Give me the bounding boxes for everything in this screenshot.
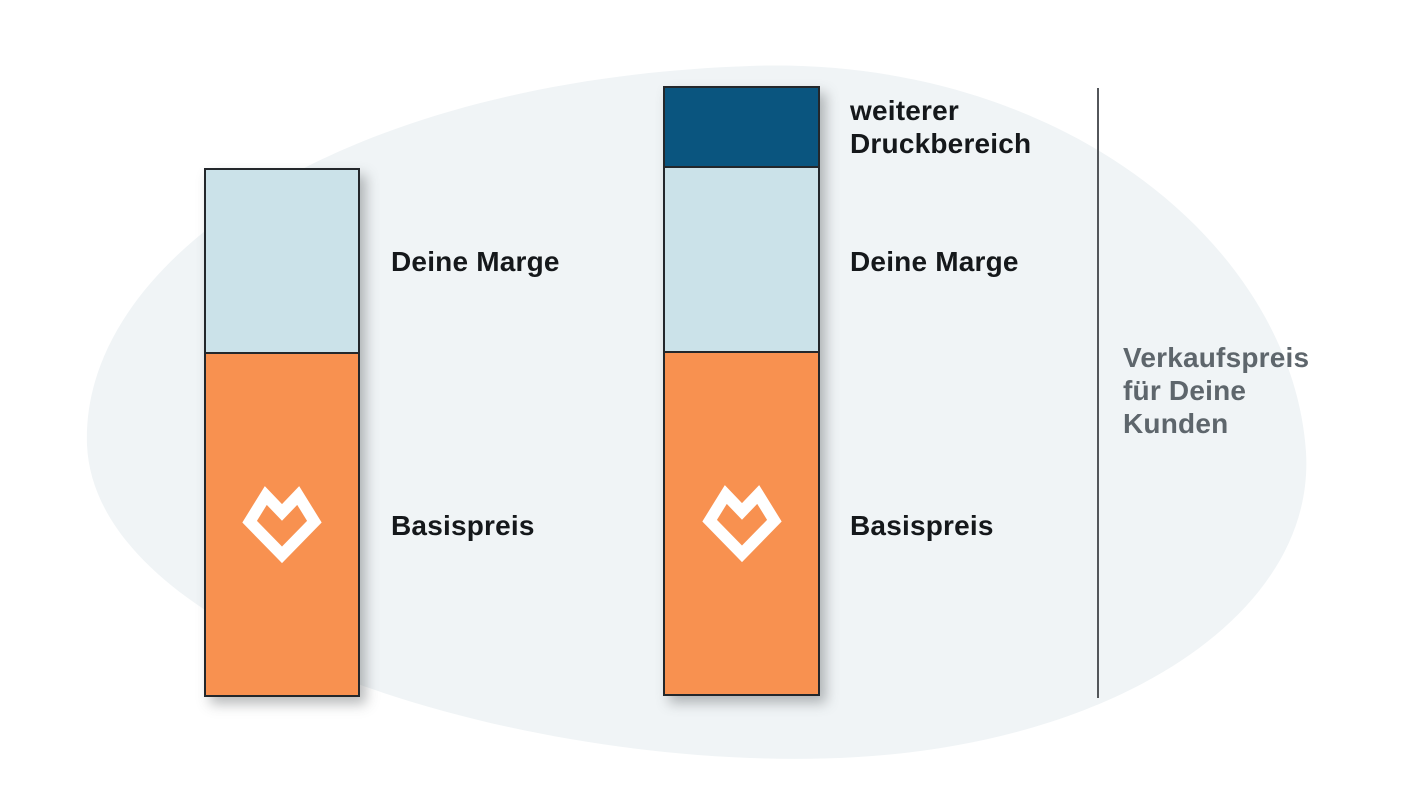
segment-basispreis: [663, 351, 820, 696]
heart-logo-icon: [701, 485, 782, 563]
bar-product-two-print-areas: [663, 86, 820, 696]
bar-product-one-print-area: [204, 168, 360, 697]
price-bracket-line: [1097, 88, 1099, 698]
label-verkaufspreis: Verkaufspreis für Deine Kunden: [1123, 342, 1310, 439]
segment-basispreis: [204, 352, 360, 697]
segment-marge: [204, 168, 360, 354]
segment-marge: [663, 166, 820, 353]
label-deine-marge-left: Deine Marge: [391, 246, 560, 277]
heart-logo-icon: [242, 486, 322, 564]
segment-druckbereich: [663, 86, 820, 168]
label-deine-marge-right: Deine Marge: [850, 246, 1019, 277]
label-basispreis-right: Basispreis: [850, 510, 994, 541]
label-weiterer-druckbereich: weiterer Druckbereich: [850, 95, 1032, 159]
label-basispreis-left: Basispreis: [391, 510, 535, 541]
